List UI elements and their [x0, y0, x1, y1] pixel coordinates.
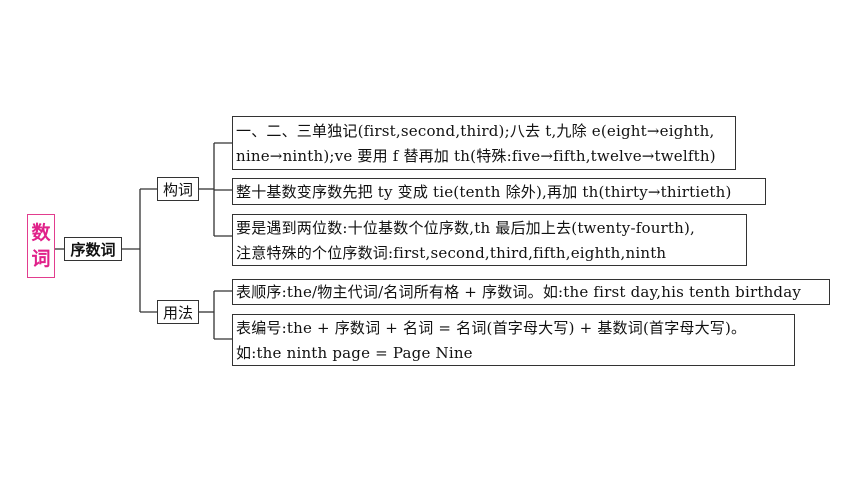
leaf-line: 整十基数变序数先把 ty 变成 tie(tenth 除外),再加 th(thir…	[236, 183, 732, 201]
leaf-goucí-1: 一、二、三单独记(first,second,third);八去 t,九除 e(e…	[232, 116, 736, 170]
level1-label: 序数词	[70, 240, 116, 259]
branch-node-goucí: 构词	[157, 177, 199, 201]
level1-node: 序数词	[64, 237, 122, 261]
leaf-line: 如:the ninth page = Page Nine	[236, 344, 473, 362]
leaf-line: 表顺序:the/物主代词/名词所有格 + 序数词。如:the first day…	[236, 283, 802, 301]
leaf-line: 一、二、三单独记(first,second,third);八去 t,九除 e(e…	[236, 122, 715, 140]
root-node: 数 词	[27, 214, 55, 278]
branch-node-yongfa: 用法	[157, 300, 199, 324]
root-char-2: 词	[31, 248, 51, 270]
leaf-yongfa-1: 表顺序:the/物主代词/名词所有格 + 序数词。如:the first day…	[232, 279, 830, 305]
leaf-line: 注意特殊的个位序数词:first,second,third,fifth,eigh…	[236, 244, 667, 262]
branch-label: 构词	[162, 180, 193, 199]
leaf-line: 要是遇到两位数:十位基数个位序数,th 最后加上去(twenty-fourth)…	[236, 219, 696, 237]
leaf-goucí-3: 要是遇到两位数:十位基数个位序数,th 最后加上去(twenty-fourth)…	[232, 214, 747, 266]
leaf-yongfa-2: 表编号:the + 序数词 + 名词 = 名词(首字母大写) + 基数词(首字母…	[232, 314, 795, 366]
root-char-1: 数	[31, 222, 51, 244]
leaf-line: nine→ninth);ve 要用 f 替再加 th(特殊:five→fifth…	[236, 147, 716, 165]
branch-label: 用法	[162, 303, 193, 322]
leaf-goucí-2: 整十基数变序数先把 ty 变成 tie(tenth 除外),再加 th(thir…	[232, 178, 766, 205]
leaf-line: 表编号:the + 序数词 + 名词 = 名词(首字母大写) + 基数词(首字母…	[236, 319, 747, 337]
